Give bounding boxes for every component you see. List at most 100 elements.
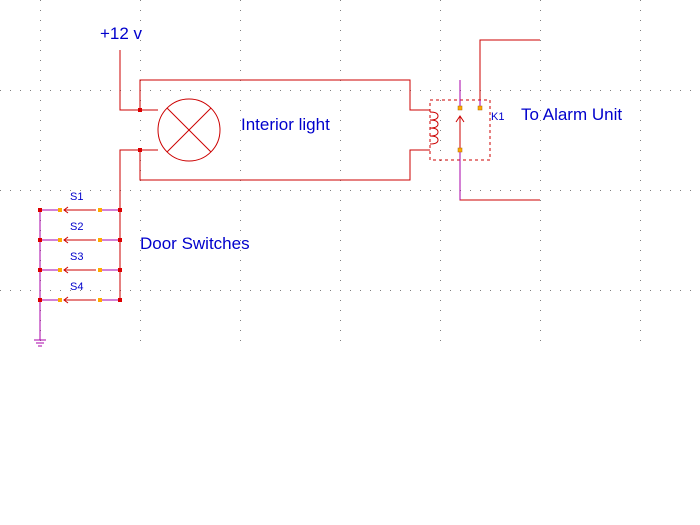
grid-dot — [40, 60, 41, 61]
grid-dot — [60, 190, 61, 191]
grid-dot — [690, 190, 691, 191]
grid-dot — [440, 40, 441, 41]
grid-dot — [490, 90, 491, 91]
grid-dot — [20, 90, 21, 91]
grid-dot — [80, 290, 81, 291]
grid-dot — [260, 90, 261, 91]
grid-dot — [210, 290, 211, 291]
grid-dot — [340, 50, 341, 51]
grid-dot — [640, 340, 641, 341]
grid-dot — [640, 130, 641, 131]
grid-dot — [320, 90, 321, 91]
grid-dot — [130, 190, 131, 191]
switch-arrow — [63, 266, 69, 274]
grid-dot — [340, 320, 341, 321]
grid-dot — [340, 170, 341, 171]
grid-dot — [660, 290, 661, 291]
grid-dot — [140, 230, 141, 231]
grid-dot — [400, 90, 401, 91]
grid-dot — [240, 320, 241, 321]
grid-dot — [310, 90, 311, 91]
grid-dot — [230, 190, 231, 191]
grid-dot — [240, 110, 241, 111]
grid-dot — [640, 320, 641, 321]
grid-dot — [40, 150, 41, 151]
grid-dot — [520, 190, 521, 191]
grid-dot — [340, 310, 341, 311]
grid-dot — [440, 320, 441, 321]
grid-dot — [540, 10, 541, 11]
grid-dot — [240, 140, 241, 141]
grid-dot — [10, 290, 11, 291]
grid-dot — [30, 90, 31, 91]
grid-dot — [240, 230, 241, 231]
grid-dot — [330, 90, 331, 91]
grid-dot — [440, 120, 441, 121]
grid-dot — [640, 100, 641, 101]
grid-dot — [640, 330, 641, 331]
grid-dot — [240, 30, 241, 31]
grid-dot — [630, 190, 631, 191]
grid-dot — [250, 90, 251, 91]
grid-dot — [690, 90, 691, 91]
grid-dot — [660, 90, 661, 91]
junction-dot — [38, 298, 42, 302]
grid-dot — [440, 170, 441, 171]
switch-contact — [98, 268, 102, 272]
grid-dot — [270, 190, 271, 191]
grid-dot — [250, 190, 251, 191]
grid-dot — [340, 340, 341, 341]
grid-dot — [600, 90, 601, 91]
grid-dot — [340, 260, 341, 261]
grid-dot — [440, 150, 441, 151]
grid-dot — [650, 290, 651, 291]
grid-dot — [430, 290, 431, 291]
switch-contact — [98, 298, 102, 302]
grid-dot — [0, 290, 1, 291]
grid-dot — [360, 190, 361, 191]
grid-dot — [190, 290, 191, 291]
switch-label: S4 — [70, 281, 83, 293]
grid-dot — [560, 290, 561, 291]
grid-dot — [640, 20, 641, 21]
grid-dot — [230, 90, 231, 91]
alarm-label: To Alarm Unit — [521, 105, 622, 124]
grid-dot — [140, 320, 141, 321]
grid-dot — [370, 90, 371, 91]
grid-dot — [150, 90, 151, 91]
grid-dot — [410, 190, 411, 191]
grid-dot — [640, 10, 641, 11]
grid-dot — [350, 190, 351, 191]
grid-dot — [640, 70, 641, 71]
grid-dot — [460, 290, 461, 291]
grid-dot — [40, 160, 41, 161]
grid-dot — [690, 290, 691, 291]
grid-dot — [40, 110, 41, 111]
grid-dot — [620, 290, 621, 291]
grid-dot — [240, 330, 241, 331]
grid-dot — [670, 90, 671, 91]
grid-dot — [280, 290, 281, 291]
grid-dot — [240, 300, 241, 301]
grid-dot — [540, 330, 541, 331]
grid-dot — [580, 90, 581, 91]
grid-dot — [450, 90, 451, 91]
grid-dot — [140, 60, 141, 61]
grid-dot — [70, 90, 71, 91]
grid-dot — [340, 140, 341, 141]
grid-dot — [140, 0, 141, 1]
grid-dot — [10, 90, 11, 91]
grid-dot — [320, 190, 321, 191]
grid-dot — [140, 240, 141, 241]
grid-dot — [100, 90, 101, 91]
grid-dot — [540, 20, 541, 21]
grid-dot — [440, 10, 441, 11]
grid-dot — [480, 190, 481, 191]
relay-label: K1 — [491, 111, 504, 123]
grid-dot — [180, 90, 181, 91]
grid-dot — [100, 190, 101, 191]
grid-dot — [440, 330, 441, 331]
grid-dot — [610, 290, 611, 291]
grid-dot — [220, 190, 221, 191]
grid-dot — [440, 310, 441, 311]
